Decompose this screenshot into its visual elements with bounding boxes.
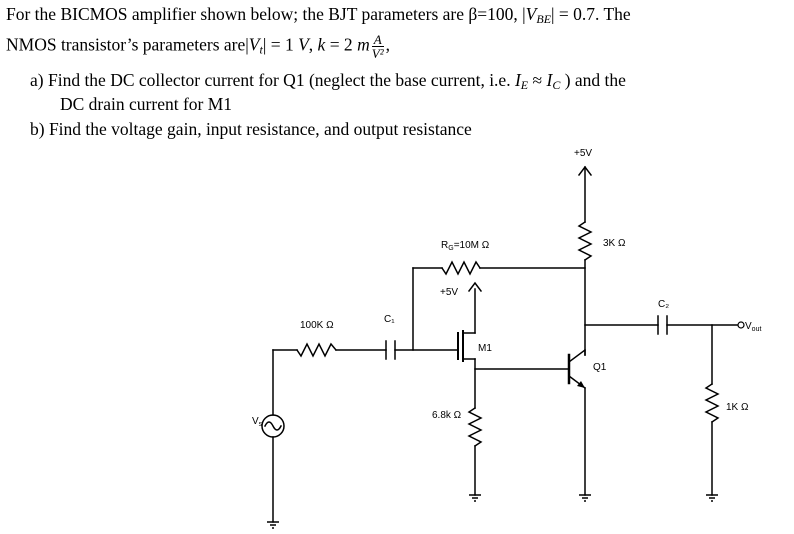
rc-label: 3K Ω <box>603 238 626 249</box>
vt-symbol: V <box>248 34 260 55</box>
ie-subscript: E <box>520 78 529 92</box>
problem-line-2: NMOS transistor’s parameters are|Vt| = 1… <box>6 33 390 60</box>
problem-text: , <box>385 34 391 55</box>
ground-icon-q1 <box>579 494 591 502</box>
vt-subscript: t <box>259 42 263 57</box>
q1-label: Q1 <box>593 362 607 373</box>
part-a-text: a) Find the DC collector current for Q1 … <box>30 70 515 90</box>
ground-symbols <box>267 494 718 529</box>
ic-symbol: I <box>546 70 553 90</box>
rsrc-label: 6.8k Ω <box>432 410 462 421</box>
m1-supply-label: +5V <box>440 287 458 298</box>
vbe-subscript: BE <box>536 12 552 26</box>
unit-volt: V <box>298 34 309 55</box>
k-symbol: k <box>317 34 326 55</box>
problem-text: NMOS transistor’s parameters are| <box>6 34 249 55</box>
rs-label: 100K Ω <box>300 320 334 331</box>
vout-label: OVVout <box>745 321 761 333</box>
fraction-denominator: V² <box>371 46 384 61</box>
m1-label: M1 <box>478 343 492 354</box>
fraction-numerator: A <box>371 32 384 47</box>
m1-supply-arrow <box>467 281 483 293</box>
ground-icon-rl <box>706 494 718 502</box>
rg-resistor <box>440 260 482 276</box>
supply-top-label: +5V <box>574 148 592 159</box>
ground-icon-rsrc <box>469 494 481 502</box>
ie-symbol: I <box>514 70 521 90</box>
part-b-line: b) Find the voltage gain, input resistan… <box>30 119 472 139</box>
q1-emitter-arrow <box>577 381 585 388</box>
vs-label: Vs <box>252 416 263 428</box>
rl-label: 1K Ω <box>726 402 749 413</box>
problem-text: For the BICMOS amplifier shown below; th… <box>6 4 526 24</box>
problem-text: = 2 <box>325 34 358 55</box>
part-a-text: ) and the <box>560 70 626 90</box>
rl-resistor <box>704 382 720 424</box>
q1-collector-lead <box>567 348 587 364</box>
vbe-symbol: V <box>525 4 537 24</box>
ground-icon-vs <box>267 521 279 529</box>
problem-line-1: For the BICMOS amplifier shown below; th… <box>6 4 631 29</box>
rc-resistor <box>577 220 593 262</box>
rsrc-resistor <box>467 406 483 448</box>
c2-label: C₂ <box>658 299 669 310</box>
problem-text: , <box>308 34 318 55</box>
part-a-line-1: a) Find the DC collector current for Q1 … <box>30 70 626 95</box>
milli-prefix: m <box>357 34 370 55</box>
vs-sine <box>263 421 283 431</box>
problem-text: | = 0.7. The <box>551 4 631 24</box>
rg-label: RG=10M Ω <box>441 240 490 252</box>
c1-label: C₁ <box>384 314 395 325</box>
part-a-line-2: DC drain current for M1 <box>60 94 233 114</box>
vout-terminal <box>737 321 745 329</box>
approx-sign: ≈ <box>528 70 547 90</box>
problem-text: | = 1 <box>262 34 299 55</box>
ic-subscript: C <box>552 78 561 92</box>
rs-resistor <box>295 342 338 358</box>
